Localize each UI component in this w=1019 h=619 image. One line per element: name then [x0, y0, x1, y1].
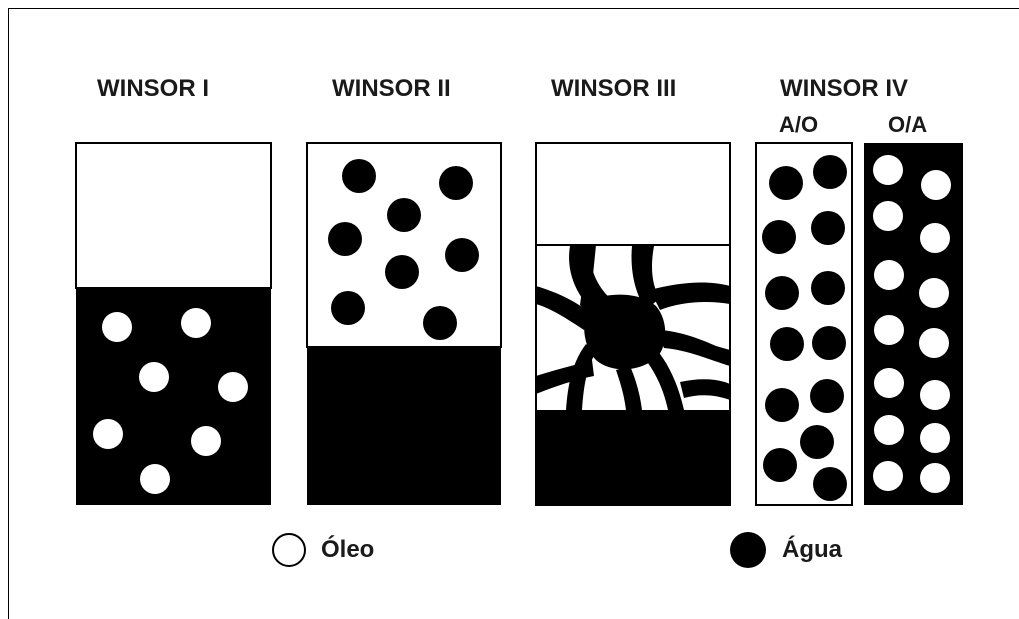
winsor-2-container — [307, 143, 501, 505]
winsor-4-ao-container — [756, 143, 852, 505]
winsor-2-water-phase — [307, 347, 501, 505]
winsor-1-oil-phase — [76, 143, 271, 288]
winsor-3-water-phase — [536, 410, 730, 505]
winsor-4-oa-container — [864, 143, 963, 505]
oil-legend-icon — [273, 534, 305, 566]
winsor-3-container — [536, 143, 730, 505]
oil-legend-label: Óleo — [321, 536, 374, 564]
water-legend-icon — [730, 532, 766, 568]
water-legend-label: Água — [782, 536, 842, 564]
winsor-1-container — [76, 143, 271, 505]
